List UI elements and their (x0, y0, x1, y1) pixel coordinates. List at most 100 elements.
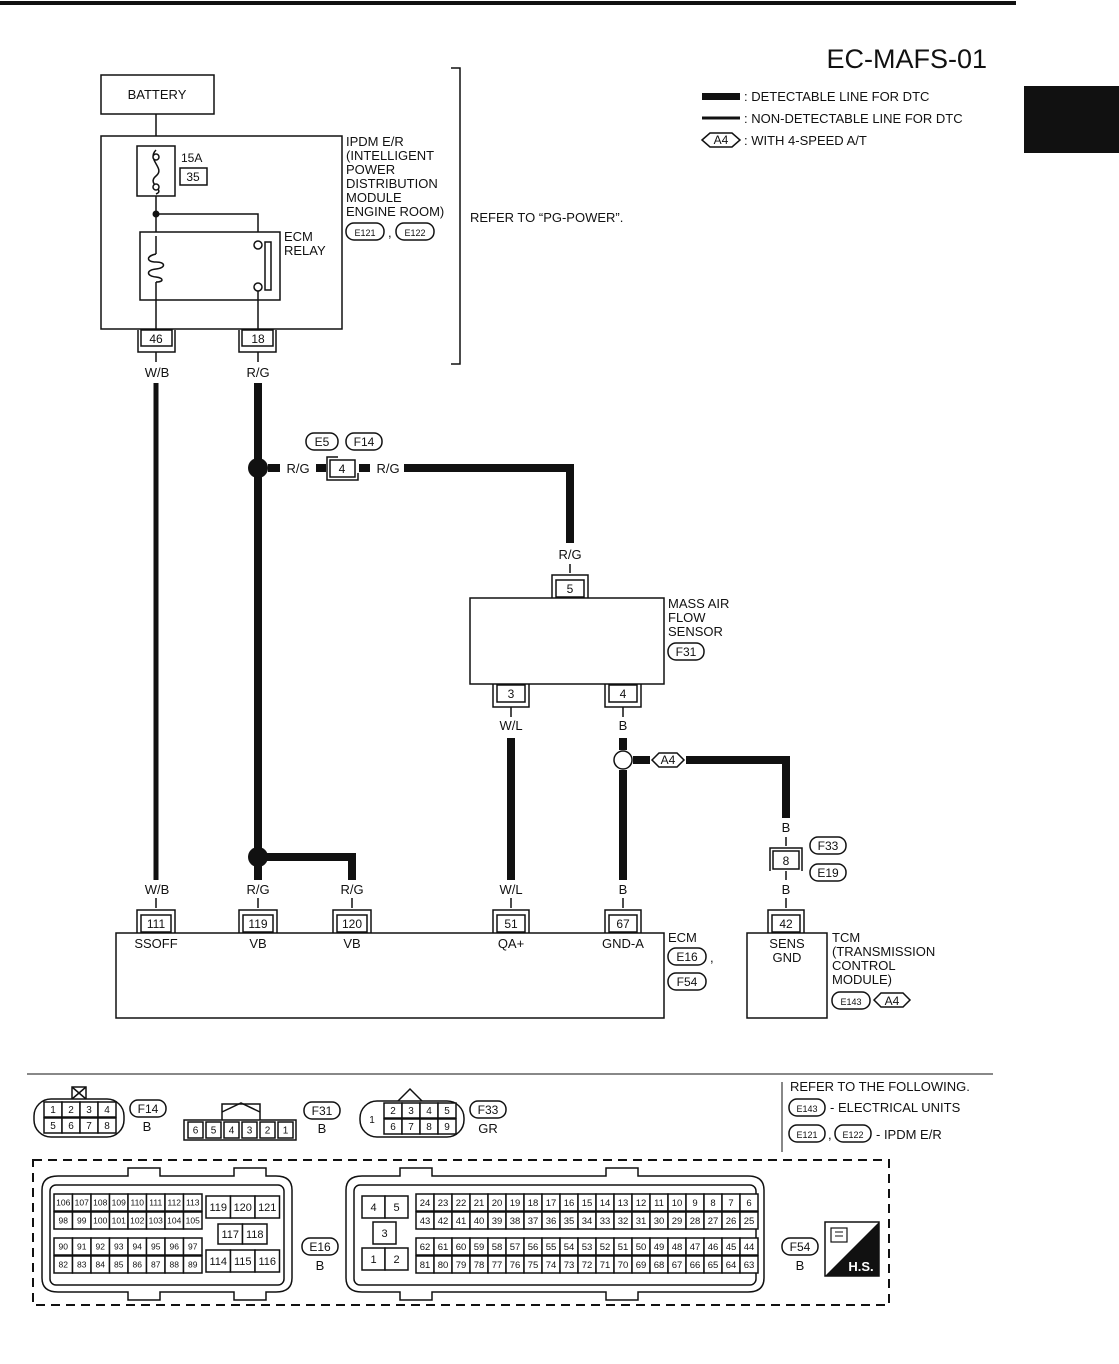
pin-label: 10 (672, 1198, 683, 1209)
wire-rg-to-maf (404, 464, 574, 543)
relay-contact (264, 241, 272, 291)
pin-label: 63 (744, 1260, 755, 1271)
pin-label: 98 (59, 1216, 69, 1226)
ecm-label: ECM (668, 930, 697, 945)
pin-label: 33 (600, 1216, 611, 1227)
pin-label: 3 (247, 1126, 253, 1137)
legend-thick-line (702, 93, 740, 100)
pin-label: 46 (708, 1242, 719, 1253)
pin-label: 36 (546, 1216, 557, 1227)
svg-text:E143: E143 (796, 1104, 817, 1114)
maf-pin-3 (496, 684, 526, 703)
tcm-conn-e143: E143 (840, 997, 861, 1007)
pin-label: 19 (510, 1198, 521, 1209)
pin-label: 42 (438, 1216, 449, 1227)
svg-text:46: 46 (149, 332, 163, 346)
svg-text:B: B (796, 1258, 805, 1273)
svg-text:,: , (388, 225, 392, 240)
tcm-joint-pin-8 (772, 850, 800, 870)
tcm-pin-42 (771, 914, 801, 933)
tcm-conn-a4: A4 (885, 994, 900, 1008)
pin-label: 105 (186, 1216, 200, 1226)
pin-label: 73 (564, 1260, 575, 1271)
pin-label: 22 (456, 1198, 467, 1209)
svg-text:8: 8 (783, 854, 790, 868)
pin-label: 35 (564, 1216, 575, 1227)
pin-label: 2 (393, 1254, 399, 1266)
svg-text:F33: F33 (478, 1103, 499, 1117)
svg-text:FLOW: FLOW (668, 610, 706, 625)
svg-text:TCM: TCM (832, 930, 860, 945)
pin-cell (241, 1223, 268, 1245)
a4-badge-branch (650, 752, 686, 768)
pin-label: 12 (636, 1198, 647, 1209)
svg-text:,: , (828, 1127, 832, 1142)
maf-sensor-box (469, 597, 665, 685)
pin-cell (182, 1237, 203, 1256)
tcm-box (746, 932, 828, 1019)
pin-cell (384, 1195, 409, 1219)
pin-label: 106 (56, 1198, 70, 1208)
svg-text:R/G: R/G (340, 882, 363, 897)
pin-cell (437, 1118, 457, 1135)
pin-label: 115 (234, 1256, 252, 1268)
svg-text:H.S.: H.S. (848, 1259, 873, 1274)
pin-label: 82 (59, 1260, 69, 1270)
pin-cell (182, 1255, 203, 1274)
hs-connector-icon (830, 1227, 848, 1243)
pin-label: 110 (130, 1198, 144, 1208)
pin-label: 3 (381, 1228, 387, 1240)
pin-label: 70 (618, 1260, 629, 1271)
pin-label: 60 (456, 1242, 467, 1253)
pin-label: 1 (370, 1254, 376, 1266)
pin-label: 117 (221, 1229, 239, 1241)
wire-color-b-top: B (619, 718, 628, 733)
svg-text:F31: F31 (312, 1104, 333, 1118)
tcm-conn-f33: F33 (818, 839, 839, 853)
pin-label: 88 (170, 1260, 180, 1270)
svg-text:MODULE): MODULE) (832, 972, 892, 987)
pin-cell (182, 1211, 203, 1230)
pin-cell (97, 1117, 117, 1134)
pin-label: 18 (528, 1198, 539, 1209)
pin-label: 53 (582, 1242, 593, 1253)
svg-text:ENGINE ROOM): ENGINE ROOM) (346, 204, 444, 219)
pin-cell (254, 1249, 281, 1273)
pin-cell (739, 1255, 759, 1274)
hs-badge: H.S. (824, 1221, 880, 1277)
pin-label: 26 (726, 1216, 737, 1227)
pin-label: 13 (618, 1198, 629, 1209)
pin-label: 77 (492, 1260, 503, 1271)
pin-label: 4 (426, 1106, 432, 1117)
pin-label: 7 (728, 1198, 733, 1209)
pin-label: 71 (600, 1260, 611, 1271)
pin-cell (372, 1221, 397, 1245)
wire-color-wb-top: W/B (145, 365, 170, 380)
pin-label: 61 (438, 1242, 449, 1253)
pin-label: 17 (546, 1198, 557, 1209)
pin-label: 65 (708, 1260, 719, 1271)
pin-label: 1 (283, 1126, 289, 1137)
pin-label: 80 (438, 1260, 449, 1271)
pin-label: 43 (420, 1216, 431, 1227)
pin-label: 2 (390, 1106, 396, 1117)
pin-label: 79 (456, 1260, 467, 1271)
svg-text:B: B (143, 1119, 152, 1134)
pin-label: 95 (151, 1242, 161, 1252)
svg-text:5: 5 (567, 582, 574, 596)
ecm-term-gnd-a: GND-A (602, 936, 644, 951)
svg-text:- ELECTRICAL UNITS: - ELECTRICAL UNITS (830, 1100, 961, 1115)
pin-label: 103 (149, 1216, 163, 1226)
svg-text:R/G: R/G (286, 461, 309, 476)
pin-label: 47 (690, 1242, 701, 1253)
refer-following: REFER TO THE FOLLOWING. E143 - ELECTRICA… (781, 1079, 970, 1152)
legend: : DETECTABLE LINE FOR DTC : NON-DETECTAB… (700, 89, 963, 148)
svg-text:REFER TO THE FOLLOWING.: REFER TO THE FOLLOWING. (790, 1079, 970, 1094)
pin-label: 54 (564, 1242, 575, 1253)
pin-label: 15 (582, 1198, 593, 1209)
pin-label: 72 (582, 1260, 593, 1271)
